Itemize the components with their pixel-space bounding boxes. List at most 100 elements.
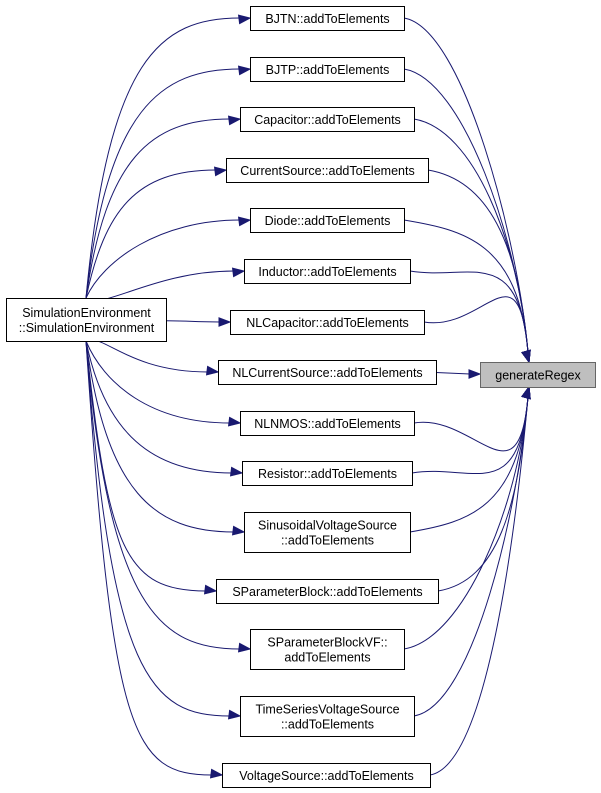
node-bjtp-addtoelements-label: BJTP::addToElements <box>266 63 390 77</box>
node-capacitor-addtoelements-label: Capacitor::addToElements <box>254 113 401 127</box>
arrow-root-to-node-capacitor-addtoelements <box>227 115 242 126</box>
arrow-root-to-node-resistor-addtoelements <box>229 466 244 477</box>
edge-root-to-node-sparameterblock-addtoelements <box>85 340 207 592</box>
node-diode-addtoelements-box <box>250 208 405 233</box>
arrow-root-to-node-voltagesource-addtoelements <box>209 768 224 779</box>
node-bjtp-addtoelements[interactable]: BJTP::addToElements <box>250 57 405 82</box>
edge-node-sinusoidalvoltagesource-addtoelements-to-target <box>409 396 529 533</box>
node-voltagesource-addtoelements-label: VoltageSource::addToElements <box>239 769 413 783</box>
node-sparameterblockvf-addtoelements[interactable]: SParameterBlockVF::addToElements <box>250 629 405 670</box>
arrow-root-to-node-bjtn-addtoelements <box>237 14 252 25</box>
edge-root-to-node-voltagesource-addtoelements <box>85 340 213 776</box>
arrow-root-to-node-bjtp-addtoelements <box>237 65 252 76</box>
node-voltagesource-addtoelements[interactable]: VoltageSource::addToElements <box>222 763 431 788</box>
edge-root-to-node-timeseriesvoltagesource-addtoelements <box>85 340 231 717</box>
arrow-root-to-node-sparameterblockvf-addtoelements <box>237 642 252 653</box>
node-timeseriesvoltagesource-addtoelements-label: ::addToElements <box>281 718 374 732</box>
node-simulationenvironment-label: SimulationEnvironment <box>22 306 151 320</box>
edge-node-nlcapacitor-addtoelements-to-target <box>423 296 529 353</box>
nodes-layer: SimulationEnvironment::SimulationEnviron… <box>6 6 596 788</box>
node-resistor-addtoelements-label: Resistor::addToElements <box>258 467 397 481</box>
edge-node-capacitor-addtoelements-to-target <box>413 118 529 353</box>
edge-node-currentsource-addtoelements-to-target <box>427 169 529 353</box>
edge-root-to-node-bjtn-addtoelements <box>85 17 241 299</box>
node-timeseriesvoltagesource-addtoelements-box <box>240 696 415 737</box>
node-bjtn-addtoelements[interactable]: BJTN::addToElements <box>250 6 405 31</box>
node-sinusoidalvoltagesource-addtoelements-label: ::addToElements <box>281 534 374 548</box>
node-currentsource-addtoelements[interactable]: CurrentSource::addToElements <box>226 158 429 183</box>
arrow-node-nlcapacitor-addtoelements-to-target <box>521 349 531 364</box>
node-sinusoidalvoltagesource-addtoelements-box <box>244 512 411 553</box>
node-resistor-addtoelements-box <box>242 461 413 486</box>
edge-root-to-node-bjtp-addtoelements <box>85 68 241 299</box>
node-inductor-addtoelements[interactable]: Inductor::addToElements <box>244 259 411 284</box>
edge-root-to-node-capacitor-addtoelements <box>85 118 231 299</box>
node-diode-addtoelements-label: Diode::addToElements <box>265 214 391 228</box>
arrow-root-to-node-inductor-addtoelements <box>231 267 246 278</box>
edge-node-nlcurrentsource-addtoelements-to-target <box>435 372 471 375</box>
arrow-root-to-node-timeseriesvoltagesource-addtoelements <box>227 709 242 720</box>
edge-node-bjtn-addtoelements-to-target <box>403 17 529 353</box>
node-nlnmos-addtoelements-label: NLNMOS::addToElements <box>254 417 401 431</box>
arrow-root-to-node-nlcurrentsource-addtoelements <box>205 365 220 376</box>
arrow-node-voltagesource-addtoelements-to-target <box>521 385 531 400</box>
node-capacitor-addtoelements-box <box>240 107 415 132</box>
node-nlnmos-addtoelements-box <box>240 411 415 436</box>
node-simulationenvironment-label: ::SimulationEnvironment <box>19 321 155 335</box>
node-simulationenvironment[interactable]: SimulationEnvironment::SimulationEnviron… <box>6 298 167 342</box>
node-timeseriesvoltagesource-addtoelements[interactable]: TimeSeriesVoltageSource::addToElements <box>240 696 415 737</box>
arrow-root-to-node-nlnmos-addtoelements <box>227 416 242 427</box>
node-voltagesource-addtoelements-box <box>222 763 431 788</box>
edge-root-to-node-inductor-addtoelements <box>85 270 235 302</box>
node-bjtn-addtoelements-box <box>250 6 405 31</box>
node-nlcapacitor-addtoelements-label: NLCapacitor::addToElements <box>246 316 409 330</box>
edge-root-to-node-currentsource-addtoelements <box>85 169 217 299</box>
arrow-root-to-node-nlcapacitor-addtoelements <box>218 317 232 327</box>
edge-node-timeseriesvoltagesource-addtoelements-to-target <box>413 396 529 717</box>
node-resistor-addtoelements[interactable]: Resistor::addToElements <box>242 461 413 486</box>
node-generateregex-label: generateRegex <box>495 369 581 383</box>
node-inductor-addtoelements-box <box>244 259 411 284</box>
node-timeseriesvoltagesource-addtoelements-label: TimeSeriesVoltageSource <box>255 703 399 717</box>
node-currentsource-addtoelements-label: CurrentSource::addToElements <box>240 164 414 178</box>
edge-root-to-node-nlcurrentsource-addtoelements <box>85 339 209 373</box>
edges-layer <box>85 14 531 779</box>
node-generateregex[interactable]: generateRegex <box>480 362 596 388</box>
node-capacitor-addtoelements[interactable]: Capacitor::addToElements <box>240 107 415 132</box>
node-sparameterblock-addtoelements[interactable]: SParameterBlock::addToElements <box>216 579 439 604</box>
arrow-root-to-node-sparameterblock-addtoelements <box>203 584 218 595</box>
node-nlcurrentsource-addtoelements-box <box>218 360 437 385</box>
node-nlcurrentsource-addtoelements[interactable]: NLCurrentSource::addToElements <box>218 360 437 385</box>
node-diode-addtoelements[interactable]: Diode::addToElements <box>250 208 405 233</box>
edge-node-bjtp-addtoelements-to-target <box>403 68 529 353</box>
edge-root-to-node-sparameterblockvf-addtoelements <box>85 340 241 650</box>
arrow-root-to-node-currentsource-addtoelements <box>213 166 228 177</box>
node-nlcurrentsource-addtoelements-label: NLCurrentSource::addToElements <box>232 366 422 380</box>
edge-root-to-node-sinusoidalvoltagesource-addtoelements <box>85 340 235 533</box>
arrow-root-to-node-diode-addtoelements <box>237 216 252 227</box>
node-simulationenvironment-box <box>6 298 167 342</box>
arrow-root-to-node-sinusoidalvoltagesource-addtoelements <box>231 525 246 536</box>
node-nlcapacitor-addtoelements-box <box>230 310 425 335</box>
edge-root-to-node-nlnmos-addtoelements <box>85 340 231 424</box>
node-sinusoidalvoltagesource-addtoelements[interactable]: SinusoidalVoltageSource::addToElements <box>244 512 411 553</box>
node-sparameterblockvf-addtoelements-label: addToElements <box>284 651 370 665</box>
edge-root-to-node-resistor-addtoelements <box>85 340 233 474</box>
node-sparameterblock-addtoelements-label: SParameterBlock::addToElements <box>232 585 422 599</box>
node-nlnmos-addtoelements[interactable]: NLNMOS::addToElements <box>240 411 415 436</box>
node-inductor-addtoelements-label: Inductor::addToElements <box>258 265 396 279</box>
node-sinusoidalvoltagesource-addtoelements-label: SinusoidalVoltageSource <box>258 519 397 533</box>
node-nlcapacitor-addtoelements[interactable]: NLCapacitor::addToElements <box>230 310 425 335</box>
edge-node-nlnmos-addtoelements-to-target <box>413 396 529 452</box>
node-currentsource-addtoelements-box <box>226 158 429 183</box>
edge-node-sparameterblockvf-addtoelements-to-target <box>403 396 529 650</box>
node-bjtn-addtoelements-label: BJTN::addToElements <box>265 12 389 26</box>
node-sparameterblock-addtoelements-box <box>216 579 439 604</box>
node-bjtp-addtoelements-box <box>250 57 405 82</box>
edge-root-to-node-diode-addtoelements <box>85 219 241 299</box>
edge-node-voltagesource-addtoelements-to-target <box>429 396 529 776</box>
edge-node-inductor-addtoelements-to-target <box>409 270 529 353</box>
edge-root-to-node-nlcapacitor-addtoelements <box>165 320 221 323</box>
node-sparameterblockvf-addtoelements-label: SParameterBlockVF:: <box>267 636 387 650</box>
